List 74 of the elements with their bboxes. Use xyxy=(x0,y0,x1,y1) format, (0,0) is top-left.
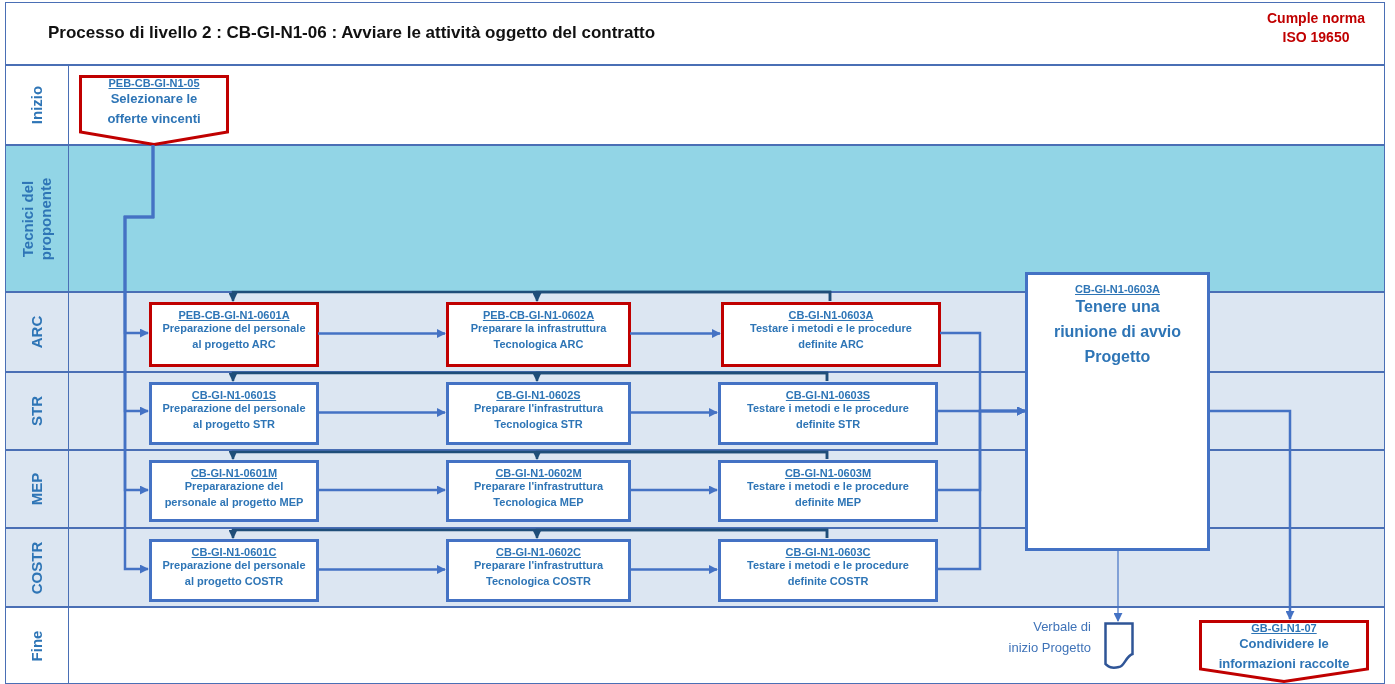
process-code: CB-GI-N1-0601M xyxy=(190,467,278,479)
process-box xyxy=(446,302,631,367)
process-label: Preparare la infrastruttura Tecnologica ARC xyxy=(469,321,608,352)
connector-arrow xyxy=(630,329,721,338)
lane-title: Tecnici del proponente xyxy=(19,176,55,262)
off-page-connector xyxy=(1199,620,1369,683)
connector-arrow xyxy=(630,408,718,417)
connector-arrow xyxy=(318,485,446,495)
process-label: Testare i metodi e le procedure definite COSTR xyxy=(746,558,910,589)
process-box xyxy=(446,539,631,602)
process-code: PEB-CB-GI-N1-0601A xyxy=(178,309,290,321)
process-code: PEB-CB-GI-N1-05 xyxy=(108,77,200,89)
process-label: Prepararazione del personale al progetto MEP xyxy=(163,479,305,510)
lane-title: ARC xyxy=(28,314,46,351)
document-symbol xyxy=(1104,622,1134,670)
process-label: Preparazione del personale al progetto COSTR xyxy=(161,558,307,589)
process-code: CB-GI-N1-0603S xyxy=(785,389,871,401)
process-code: CB-GI-N1-0601C xyxy=(191,546,277,558)
process-box xyxy=(718,382,938,445)
process-code: CB-GI-N1-0603C xyxy=(785,546,871,558)
lane-title: MEP xyxy=(28,471,46,508)
lane-title: Inizio xyxy=(28,84,46,127)
process-label: Condividere le informazioni raccolte xyxy=(1217,635,1351,674)
connector-arrow xyxy=(532,290,832,302)
process-box xyxy=(149,302,319,367)
process-label: Selezionare le offerte vincenti xyxy=(106,90,202,129)
process-code: CB-GI-N1-0603A xyxy=(788,309,874,321)
process-box xyxy=(1025,272,1210,551)
connector-arrow xyxy=(532,450,829,460)
connector-arrow xyxy=(1113,550,1123,622)
process-label: Preparare l'infrastruttura Tecnologica COSTR xyxy=(472,558,605,589)
process-label: Tenere una riunione di avvio Progetto xyxy=(1052,297,1183,367)
connector-arrow xyxy=(630,485,718,495)
process-label: Testare i metodi e le procedure definite STR xyxy=(746,401,910,432)
process-code: CB-GI-N1-0602S xyxy=(496,389,581,401)
lane-title: Fine xyxy=(28,629,46,663)
process-label: Testare i metodi e le procedure definite MEP xyxy=(746,479,910,510)
process-box xyxy=(718,539,938,602)
connector-arrow xyxy=(630,565,718,574)
connector-arrow xyxy=(318,329,446,338)
process-box xyxy=(721,302,941,367)
lane-title: COSTR xyxy=(28,540,46,596)
process-code: CB-GI-N1-0603A xyxy=(1075,283,1160,295)
swimlane-band xyxy=(5,607,1385,684)
process-code: GB-GI-N1-07 xyxy=(1251,622,1317,634)
process-code: PEB-CB-GI-N1-0602A xyxy=(482,309,595,321)
document-caption: Verbale di inizio Progetto xyxy=(1007,618,1091,657)
process-label: Preparazione del personale al progetto ARC xyxy=(161,321,307,352)
process-code: CB-GI-N1-0603M xyxy=(784,467,872,479)
process-box xyxy=(149,382,319,445)
standard-note: Cumple norma ISO 19650 xyxy=(1266,9,1366,47)
connector-arrow xyxy=(532,371,829,382)
connector-arrow xyxy=(318,408,446,417)
process-box xyxy=(446,382,631,445)
diagram-title: Processo di livello 2 : CB-GI-N1-06 : Avviare le attività oggetto del contratto xyxy=(48,23,656,43)
process-box xyxy=(446,460,631,522)
process-label: Testare i metodi e le procedure definite ARC xyxy=(749,321,913,352)
connector-arrow xyxy=(123,145,155,574)
swimlane-band xyxy=(5,528,1385,607)
process-code: CB-GI-N1-0601S xyxy=(191,389,277,401)
connector-arrow xyxy=(1210,409,1295,620)
process-box xyxy=(149,460,319,522)
process-box xyxy=(718,460,938,522)
process-label: Preparare l'infrastruttura Tecnologica STR xyxy=(472,401,605,432)
lane-title: STR xyxy=(28,395,46,428)
process-box xyxy=(149,539,319,602)
connector-arrow xyxy=(318,565,446,574)
connector-arrow xyxy=(937,406,1026,571)
process-code: CB-GI-N1-0602C xyxy=(496,546,581,558)
connector-arrow xyxy=(532,528,829,539)
swimlane-band xyxy=(5,65,1385,145)
process-code: CB-GI-N1-0602M xyxy=(495,467,582,479)
process-label: Preparazione del personale al progetto STR xyxy=(161,401,307,432)
process-label: Preparare l'infrastruttura Tecnologica MEP xyxy=(472,479,605,510)
